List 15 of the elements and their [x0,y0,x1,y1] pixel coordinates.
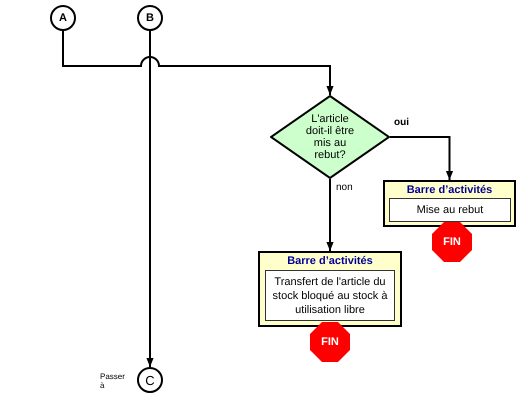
connector-note: Passer à [100,372,126,390]
flow-arrow [146,31,154,367]
flow-arrow [326,179,334,251]
stop-sign: FIN [432,222,472,262]
activity-step: Mise au rebut [389,198,511,222]
decision-diamond [270,95,390,179]
panel-title: Barre d’activités [287,254,373,268]
flow-arrow [390,136,454,180]
activity-step: Transfert de l'article du stock bloqué au stock à utilisation libre [265,270,395,321]
decision-question: L'article doit-il être mis au rebut? [304,113,356,161]
flow-arrow [62,31,334,95]
panel-title: Barre d’activités [406,183,492,197]
activity-panel [383,180,516,227]
activity-panel [258,251,402,327]
stop-sign: FIN [310,322,350,362]
